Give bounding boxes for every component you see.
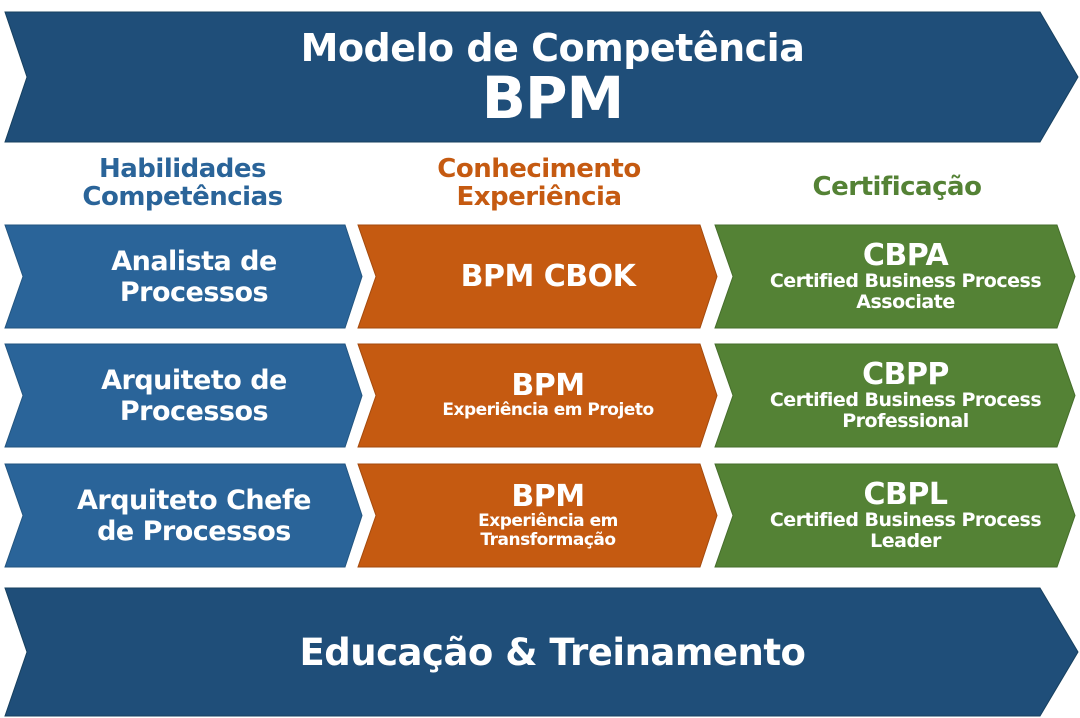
chevron-shape <box>4 463 363 568</box>
knowledge-title: BPM <box>511 478 585 514</box>
knowledge-title: BPM <box>511 368 585 403</box>
knowledge-chevron-project: BPM Experiência em Projeto <box>357 343 718 448</box>
certification-code: CBPP <box>862 356 949 392</box>
role-line-2: Processos <box>119 276 269 308</box>
certification-line-1: Certified Business Process <box>769 269 1042 292</box>
chevron-banner-shape <box>4 11 1079 143</box>
certification-line-2: Leader <box>870 529 941 552</box>
chevron-shape <box>714 343 1076 448</box>
title-banner: Modelo de Competência BPM <box>4 11 1080 143</box>
chevron-shape <box>357 463 718 568</box>
column-header-knowledge-line-2: Experiência <box>456 182 622 212</box>
certification-code: CBPL <box>863 476 949 512</box>
certification-chevron-cbpa: CBPA Certified Business Process Associat… <box>714 224 1076 329</box>
knowledge-chevron-cbok: BPM CBOK <box>357 224 718 329</box>
certification-line-2: Associate <box>856 290 955 313</box>
role-chevron-chief-architect: Arquiteto Chefe de Processos <box>4 463 363 568</box>
column-header-knowledge-line-1: Conhecimento <box>437 154 641 184</box>
role-line-1: Arquiteto de <box>101 364 287 396</box>
column-header-knowledge: Conhecimento Experiência <box>360 148 718 218</box>
knowledge-sub-1: Experiência em <box>478 510 618 531</box>
role-chevron-analyst: Analista de Processos <box>4 224 363 329</box>
chevron-shape <box>714 224 1076 329</box>
chevron-shape <box>357 224 718 329</box>
column-header-certification: Certificação <box>718 152 1076 222</box>
certification-chevron-cbpp: CBPP Certified Business Process Professi… <box>714 343 1076 448</box>
role-line-1: Arquiteto Chefe <box>77 484 312 516</box>
column-header-skills-line-1: Habilidades <box>98 154 267 184</box>
role-line-2: Processos <box>119 395 269 427</box>
chevron-shape <box>357 343 718 448</box>
education-label: Educação & Treinamento <box>299 630 806 674</box>
column-header-skills-line-2: Competências <box>82 182 283 212</box>
education-banner: Educação & Treinamento <box>4 587 1080 717</box>
certification-chevron-cbpl: CBPL Certified Business Process Leader <box>714 463 1076 568</box>
knowledge-sub-2: Transformação <box>480 529 616 550</box>
title-line-2: BPM <box>481 64 624 132</box>
column-header-certification-line-1: Certificação <box>812 172 982 202</box>
chevron-shape <box>714 463 1076 568</box>
role-line-2: de Processos <box>97 515 291 547</box>
title-line-1: Modelo de Competência <box>300 26 805 70</box>
chevron-shape <box>4 343 363 448</box>
chevron-shape <box>4 224 363 329</box>
column-header-skills: Habilidades Competências <box>5 148 360 218</box>
knowledge-chevron-transformation: BPM Experiência em Transformação <box>357 463 718 568</box>
certification-code: CBPA <box>862 237 949 273</box>
knowledge-title: BPM CBOK <box>460 258 636 294</box>
certification-line-2: Professional <box>842 409 969 432</box>
certification-line-1: Certified Business Process <box>769 508 1042 531</box>
knowledge-sub-1: Experiência em Projeto <box>442 400 654 420</box>
certification-line-1: Certified Business Process <box>769 388 1042 411</box>
chevron-banner-shape <box>4 587 1079 717</box>
role-chevron-architect: Arquiteto de Processos <box>4 343 363 448</box>
role-line-1: Analista de <box>111 245 277 277</box>
